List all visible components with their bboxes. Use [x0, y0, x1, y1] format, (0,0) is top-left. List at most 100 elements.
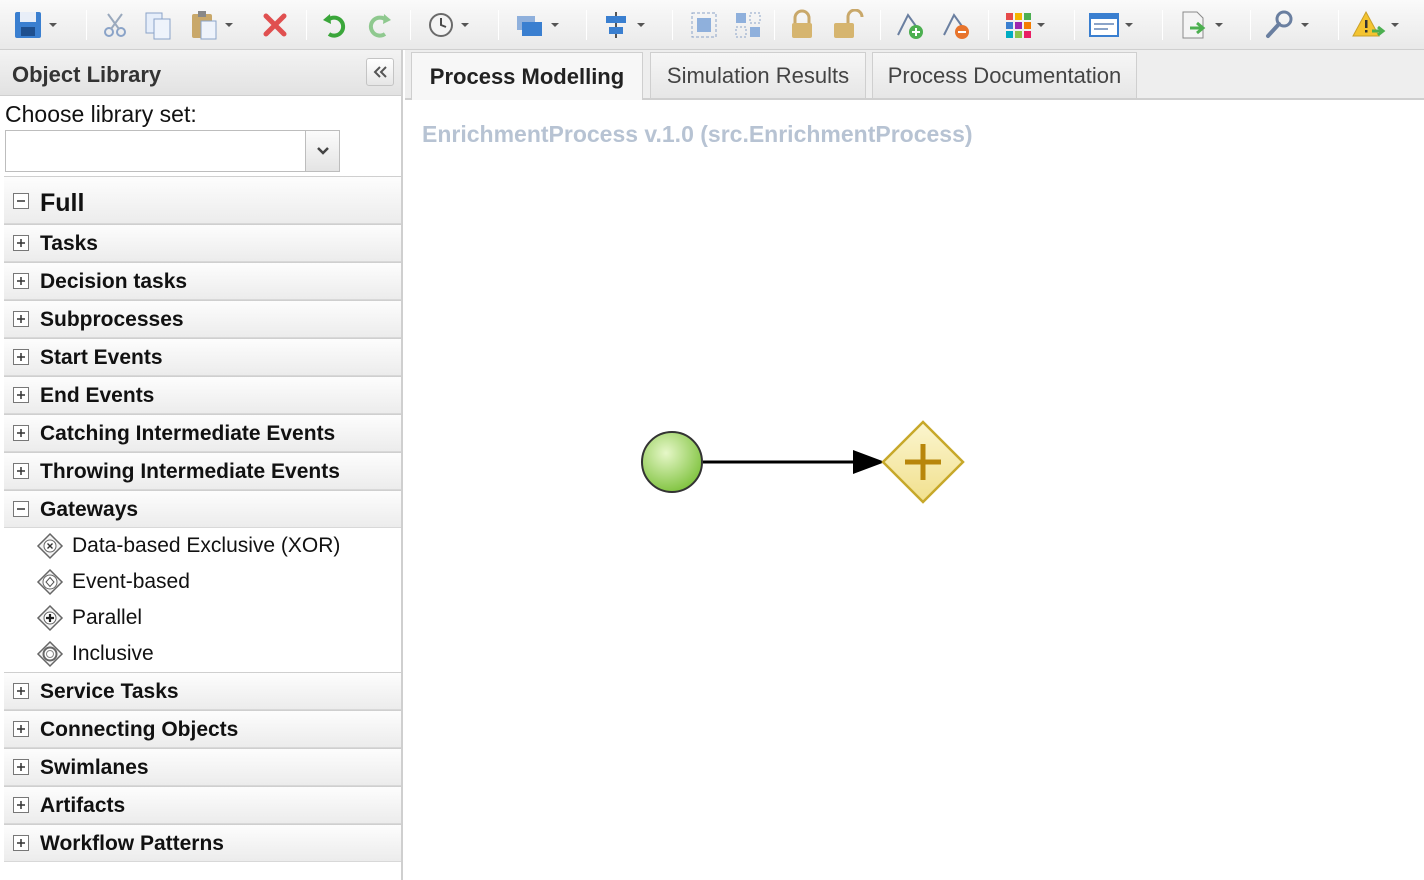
- properties-icon: [1089, 13, 1119, 37]
- select-dropdown-button[interactable]: [305, 131, 339, 171]
- unlock-icon: [834, 9, 864, 38]
- collapse-icon: [13, 501, 29, 517]
- category-list: Full Tasks Decision tasks Subprocesses S…: [4, 176, 401, 862]
- delete-icon: [263, 13, 287, 37]
- expand-icon: [13, 311, 29, 327]
- expand-icon: [13, 463, 29, 479]
- gateway-item-inclusive[interactable]: Inclusive: [4, 636, 401, 672]
- gateway-item-label: Inclusive: [72, 642, 154, 665]
- tab-process-documentation[interactable]: Process Documentation: [872, 52, 1137, 98]
- align-button[interactable]: [600, 8, 646, 42]
- ungroup-button[interactable]: [732, 8, 764, 42]
- gateway-item-label: Event-based: [72, 570, 190, 593]
- add-docker-icon: [897, 13, 923, 39]
- color-grid-button[interactable]: [1004, 8, 1046, 42]
- category-catching-intermediate-events[interactable]: Catching Intermediate Events: [4, 414, 401, 452]
- save-button[interactable]: [12, 8, 58, 42]
- copy-button[interactable]: [142, 8, 174, 42]
- chevron-down-icon: [461, 23, 469, 27]
- category-full[interactable]: Full: [4, 176, 401, 224]
- chevron-down-icon: [1301, 23, 1309, 27]
- tab-simulation-results[interactable]: Simulation Results: [650, 52, 866, 98]
- cut-button[interactable]: [100, 8, 130, 42]
- chevron-down-icon: [1215, 23, 1223, 27]
- chevron-down-icon: [637, 23, 645, 27]
- category-workflow-patterns[interactable]: Workflow Patterns: [4, 824, 401, 862]
- category-label: Service Tasks: [40, 680, 179, 703]
- category-decision-tasks[interactable]: Decision tasks: [4, 262, 401, 300]
- delete-button[interactable]: [260, 8, 290, 42]
- add-docker-button[interactable]: [894, 8, 928, 42]
- lock-button[interactable]: [788, 8, 816, 42]
- chevron-down-icon: [551, 23, 559, 27]
- remove-docker-icon: [943, 13, 969, 39]
- category-throwing-intermediate-events[interactable]: Throwing Intermediate Events: [4, 452, 401, 490]
- collapse-panel-button[interactable]: [366, 58, 394, 86]
- expand-icon: [13, 349, 29, 365]
- gateway-item-parallel[interactable]: Parallel: [4, 600, 401, 636]
- category-label: Artifacts: [40, 794, 126, 817]
- category-label: Tasks: [40, 232, 98, 255]
- collapse-icon: [13, 193, 29, 209]
- category-connecting-objects[interactable]: Connecting Objects: [4, 710, 401, 748]
- category-tasks[interactable]: Tasks: [4, 224, 401, 262]
- category-start-events[interactable]: Start Events: [4, 338, 401, 376]
- category-gateways[interactable]: Gateways: [4, 490, 401, 528]
- library-set-select[interactable]: [5, 130, 340, 172]
- undo-button[interactable]: [320, 8, 350, 42]
- category-swimlanes[interactable]: Swimlanes: [4, 748, 401, 786]
- category-label: Swimlanes: [40, 756, 149, 779]
- save-icon: [15, 12, 41, 38]
- parallel-gateway[interactable]: [881, 420, 965, 504]
- category-label: Throwing Intermediate Events: [40, 460, 340, 483]
- color-grid-icon: [1006, 13, 1031, 38]
- category-label: Subprocesses: [40, 308, 184, 331]
- export-icon: [1182, 11, 1206, 39]
- expand-icon: [13, 273, 29, 289]
- category-label: Decision tasks: [40, 270, 188, 293]
- redo-button[interactable]: [364, 8, 394, 42]
- category-end-events[interactable]: End Events: [4, 376, 401, 414]
- expand-icon: [13, 759, 29, 775]
- process-diagram: [641, 420, 965, 504]
- toolbar: [0, 0, 1424, 50]
- layer-button[interactable]: [514, 8, 560, 42]
- group-button[interactable]: [688, 8, 720, 42]
- object-library-header: Object Library: [0, 50, 401, 96]
- parallel-gateway-icon: [36, 604, 64, 632]
- group-icon: [691, 12, 717, 38]
- export-button[interactable]: [1178, 8, 1224, 42]
- paste-icon: [192, 11, 217, 40]
- gateway-item-label: Parallel: [72, 606, 143, 629]
- chevron-down-icon: [1037, 23, 1045, 27]
- category-label: End Events: [40, 384, 155, 407]
- history-button[interactable]: [426, 8, 470, 42]
- expand-icon: [13, 235, 29, 251]
- inclusive-gateway-icon: [36, 640, 64, 668]
- xor-gateway-icon: [36, 532, 64, 560]
- object-library-panel: Object Library Choose library set: Full …: [0, 50, 403, 880]
- category-label: Full: [40, 189, 85, 217]
- category-label: Workflow Patterns: [40, 832, 224, 855]
- ungroup-icon: [735, 12, 761, 38]
- paste-button[interactable]: [188, 8, 234, 42]
- tools-button[interactable]: [1264, 8, 1310, 42]
- tab-process-modelling[interactable]: Process Modelling: [411, 52, 643, 100]
- unlock-button[interactable]: [832, 8, 864, 42]
- start-event[interactable]: [641, 431, 703, 493]
- expand-icon: [13, 721, 29, 737]
- remove-docker-button[interactable]: [940, 8, 974, 42]
- properties-button[interactable]: [1088, 8, 1134, 42]
- tools-icon: [1266, 10, 1293, 38]
- category-artifacts[interactable]: Artifacts: [4, 786, 401, 824]
- sequence-flow[interactable]: [703, 450, 885, 474]
- process-canvas[interactable]: EnrichmentProcess v.1.0 (src.EnrichmentP…: [405, 100, 1424, 880]
- category-service-tasks[interactable]: Service Tasks: [4, 672, 401, 710]
- gateway-item-xor[interactable]: Data-based Exclusive (XOR): [4, 528, 401, 564]
- cut-icon: [104, 13, 126, 37]
- gateway-item-label: Data-based Exclusive (XOR): [72, 534, 341, 557]
- validate-button[interactable]: [1352, 8, 1400, 42]
- align-icon: [606, 12, 626, 38]
- gateway-item-event-based[interactable]: Event-based: [4, 564, 401, 600]
- category-subprocesses[interactable]: Subprocesses: [4, 300, 401, 338]
